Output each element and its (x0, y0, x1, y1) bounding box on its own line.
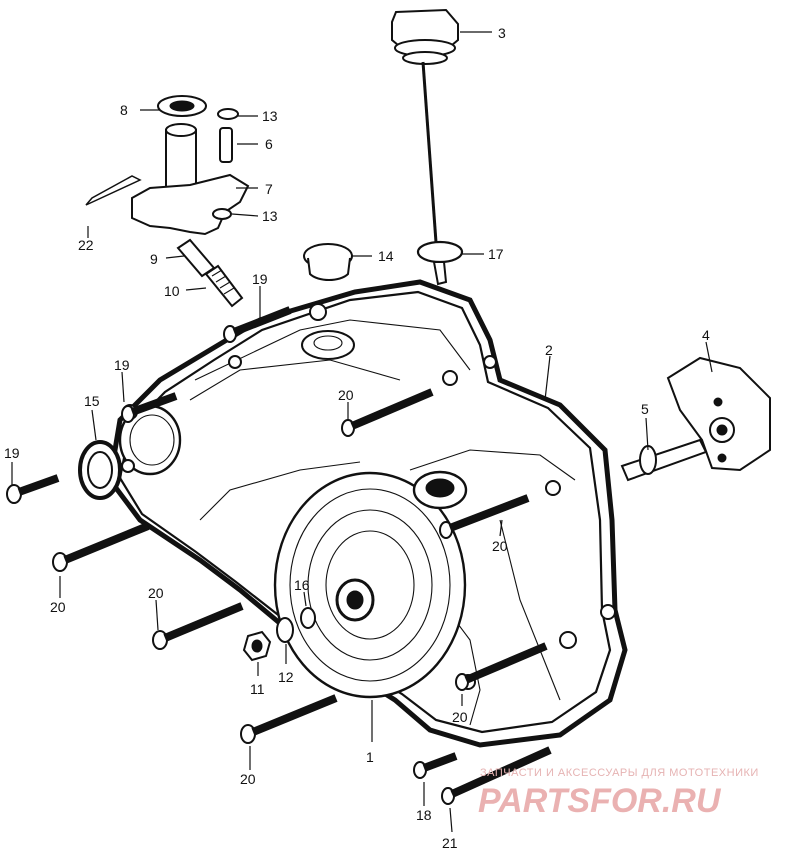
o-ring-17 (416, 240, 464, 264)
o-ring-16 (300, 607, 316, 629)
oil-filler-dipstick (391, 8, 464, 286)
washer-12 (276, 617, 294, 643)
label-21: 21 (442, 835, 458, 851)
label-20-bottom: 20 (240, 771, 256, 787)
label-20-left: 20 (50, 599, 66, 615)
bolt-19-top (223, 306, 292, 343)
part-4-bracket (666, 356, 771, 472)
bolts (6, 306, 552, 805)
label-13-top: 13 (262, 108, 278, 124)
watermark-brand: PARTSFOR.RU (478, 782, 722, 820)
watermark-tagline: ЗАПЧАСТИ И АКСЕССУАРЫ ДЛЯ МОТОТЕХНИКИ (480, 767, 759, 779)
label-20-lowerright: 20 (452, 709, 468, 725)
label-20-right: 20 (492, 538, 508, 554)
label-5: 5 (641, 401, 649, 417)
label-19-left: 19 (4, 445, 20, 461)
seals (78, 440, 316, 662)
watermark: ЗАПЧАСТИ И АКСЕССУАРЫ ДЛЯ МОТОТЕХНИКИ PA… (478, 767, 759, 820)
plug-14 (303, 243, 353, 281)
label-19-mid: 19 (114, 357, 130, 373)
crankcase-cover (107, 279, 628, 748)
bolt-20-bottom (240, 694, 338, 744)
label-4: 4 (702, 327, 710, 343)
label-20-center: 20 (338, 387, 354, 403)
label-12: 12 (278, 669, 294, 685)
clutch-dome (273, 471, 467, 699)
callout-labels: 1 2 3 4 5 6 7 8 9 10 11 12 13 13 14 15 1… (4, 25, 710, 851)
label-18: 18 (416, 807, 432, 823)
label-14: 14 (378, 248, 394, 264)
label-8: 8 (120, 102, 128, 118)
label-22: 22 (78, 237, 94, 253)
bolt-19-mid (121, 392, 178, 423)
adjuster-bolt-5 (620, 438, 708, 482)
label-15: 15 (84, 393, 100, 409)
bolt-18 (413, 752, 458, 779)
label-1: 1 (366, 749, 374, 765)
label-6: 6 (265, 136, 273, 152)
bolt-19-left (6, 474, 60, 504)
bolt-20-left (52, 522, 150, 572)
label-9: 9 (150, 251, 158, 267)
label-7: 7 (265, 181, 273, 197)
bolt-21 (441, 746, 552, 805)
label-16: 16 (294, 577, 310, 593)
bolt-20-lowerleft (152, 602, 244, 650)
leader-lines (11, 31, 713, 833)
label-10: 10 (164, 283, 180, 299)
label-13-bottom: 13 (262, 208, 278, 224)
kick-shaft-parts (85, 95, 250, 308)
label-20-lowerleft: 20 (148, 585, 164, 601)
label-17: 17 (488, 246, 504, 262)
bolt-20-right (439, 494, 530, 539)
bolt-20-lowerright (455, 642, 548, 691)
label-19-top: 19 (252, 271, 268, 287)
label-2: 2 (545, 342, 553, 358)
label-3: 3 (498, 25, 506, 41)
label-11: 11 (250, 681, 265, 697)
